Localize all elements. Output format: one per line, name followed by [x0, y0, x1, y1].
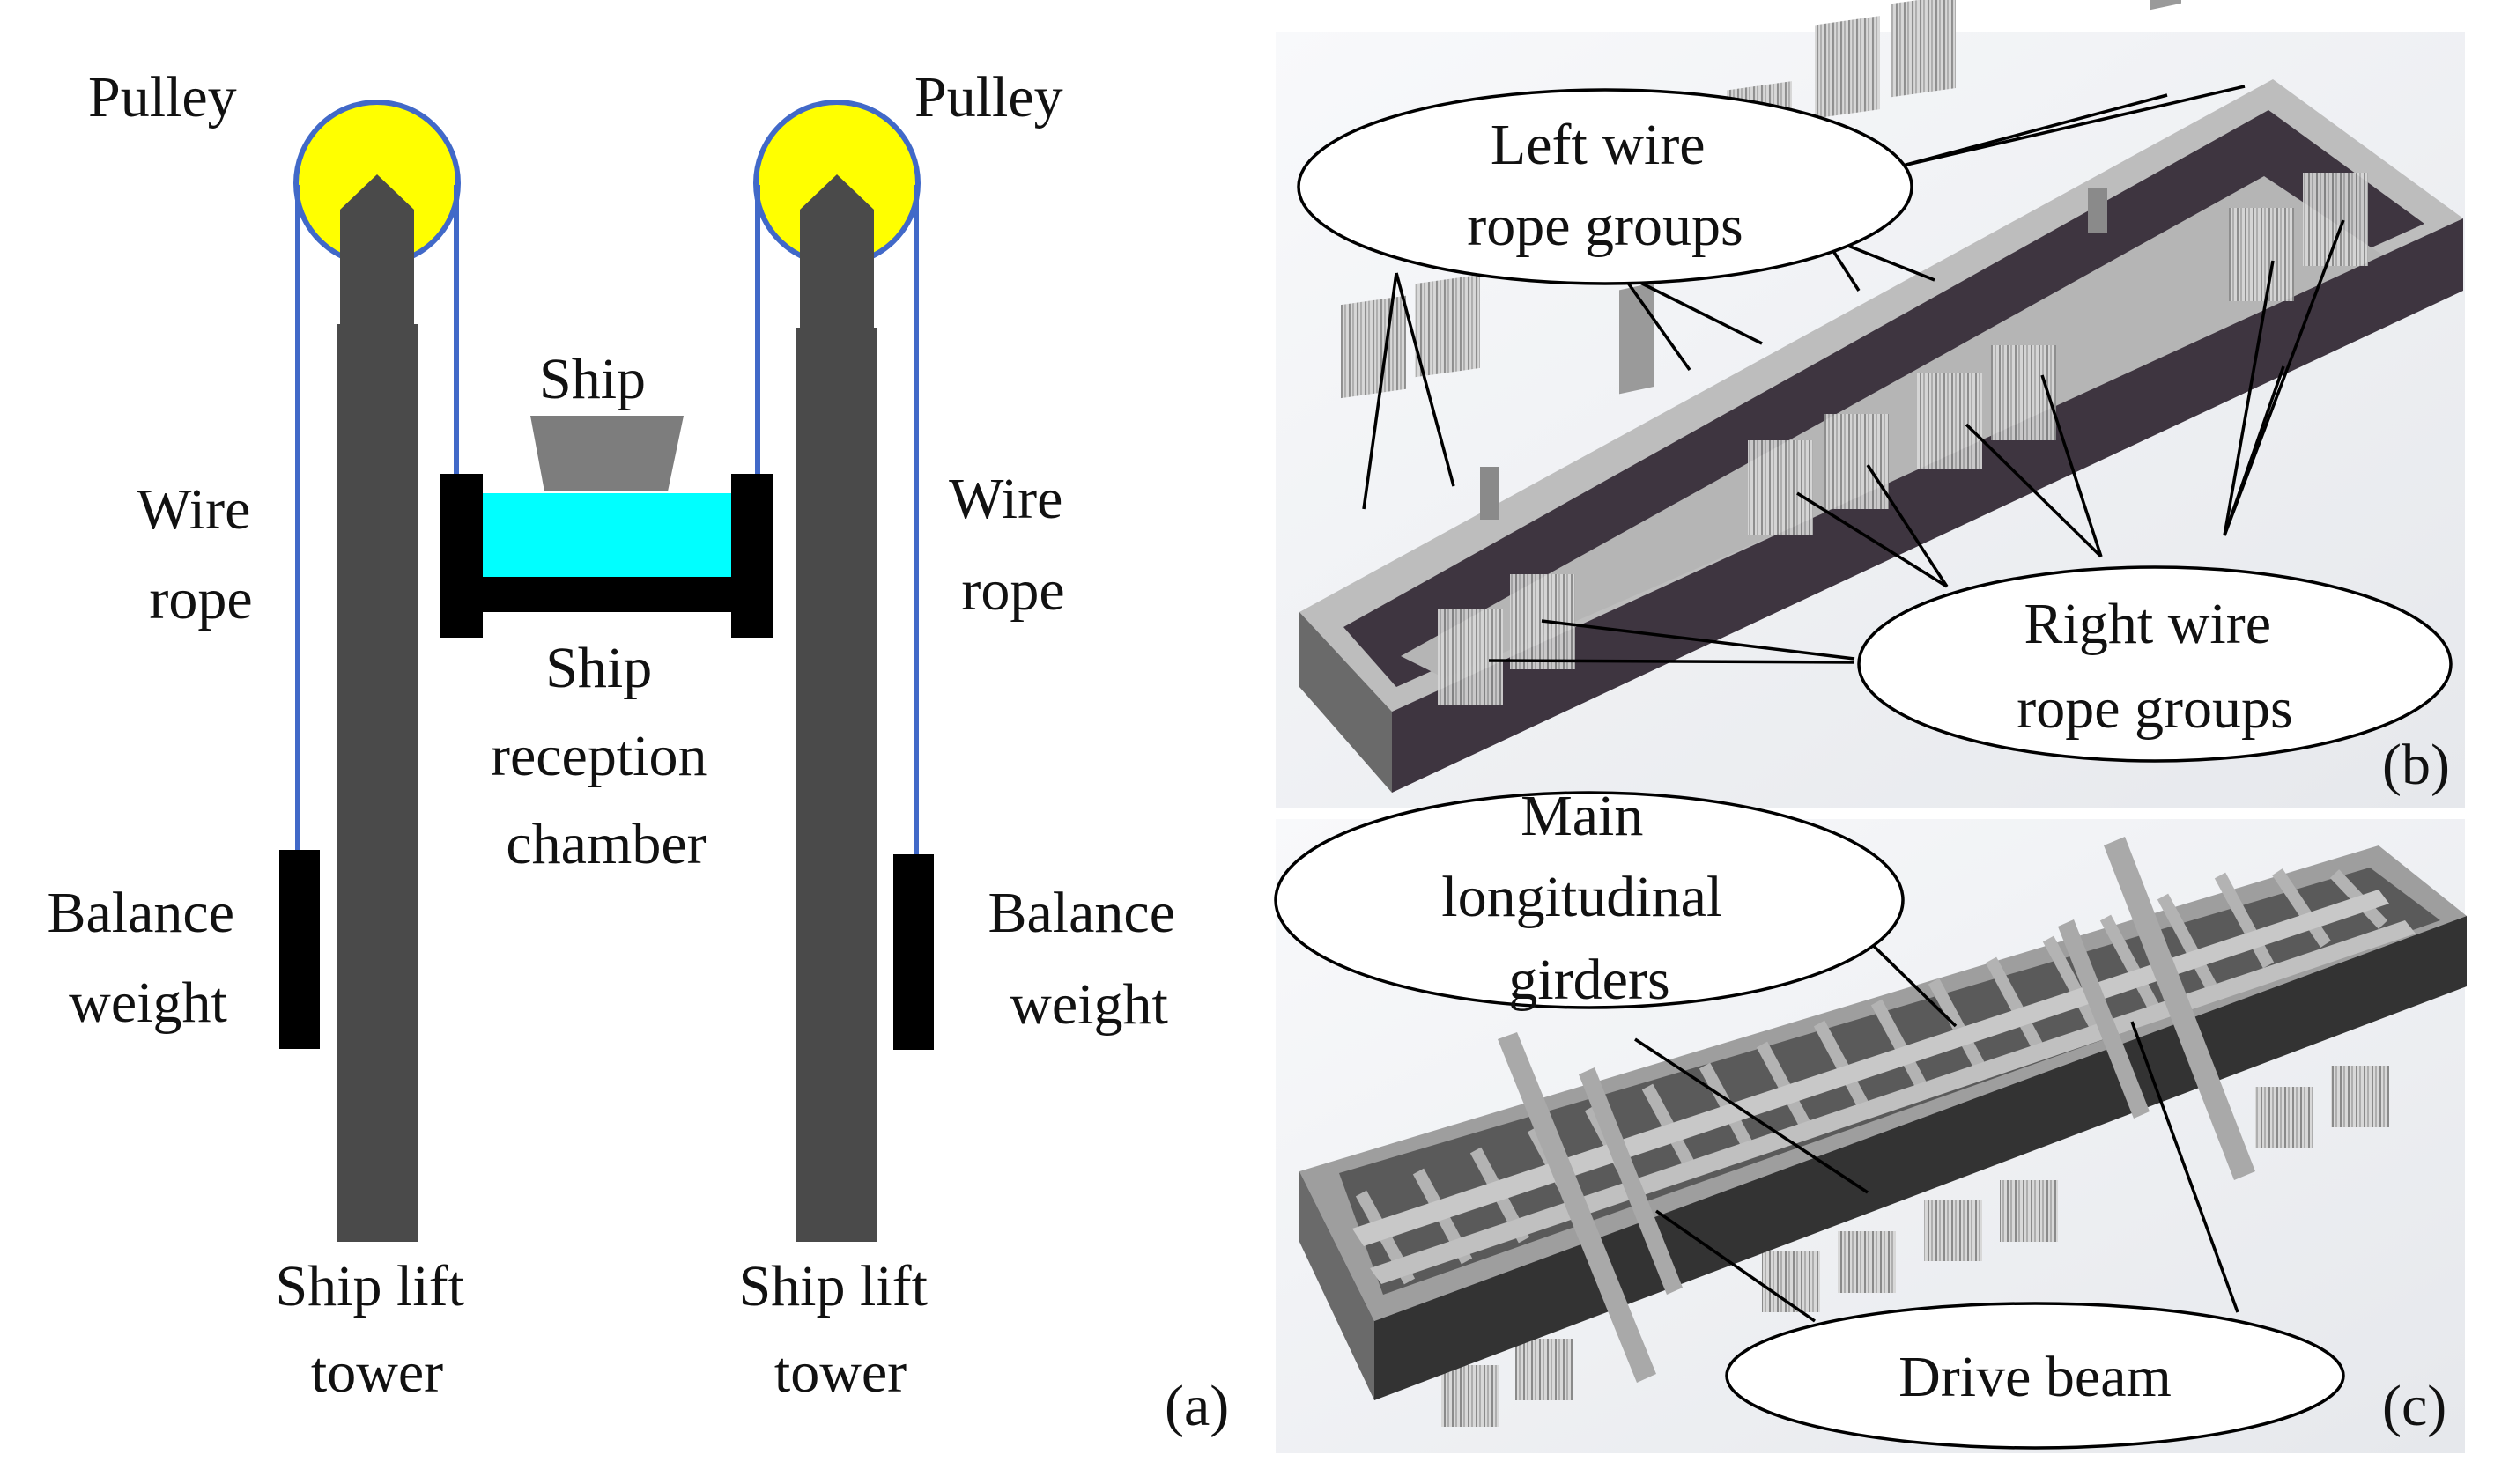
tower-right-line-1: Ship lift [738, 1254, 928, 1318]
chamber-line-3: chamber [506, 812, 706, 876]
right-groups-label: Right wire rope groups [2017, 592, 2292, 741]
right-groups-callout: Right wire rope groups [1857, 565, 2453, 763]
girders-label: Main longitudinal girders [1441, 784, 1736, 1012]
wire-rope-left-line-2: rope [149, 567, 252, 631]
wire-rope-left-line-1: Wire [137, 477, 250, 542]
pulley-left-label: Pulley [88, 65, 237, 129]
left-groups-label: Left wire rope groups [1467, 113, 1743, 258]
girders-line-1: Main [1521, 784, 1643, 848]
tower-left-line-1: Ship lift [275, 1254, 464, 1318]
pulley-right-label: Pulley [914, 65, 1063, 129]
panel-c: Main longitudinal girders Drive beam (c) [1274, 784, 2467, 1453]
ship [530, 416, 684, 491]
girders-callout: Main longitudinal girders [1274, 784, 1905, 1012]
wire-rope-left-label: Wire rope [137, 477, 265, 631]
balance-right-label: Balance weight [988, 881, 1189, 1037]
drive-beams [1498, 837, 2255, 1383]
longitudinal-girder [1352, 890, 2389, 1246]
panel-c-tag: (c) [2382, 1374, 2446, 1438]
drive-beam-callout: Drive beam [1725, 1302, 2345, 1450]
panel-a-tag: (a) [1165, 1374, 1229, 1438]
tower-right-line-2: tower [774, 1340, 907, 1405]
balance-left-line-2: weight [69, 971, 227, 1035]
ship-label: Ship [539, 347, 646, 411]
chamber-label: Ship reception chamber [491, 636, 722, 876]
wire-rope-right-line-2: rope [961, 558, 1064, 623]
balance-left-label: Balance weight [47, 881, 248, 1035]
wire-ropes [295, 185, 919, 854]
right-groups-line-2: rope groups [2017, 676, 2292, 741]
tower-right-label: Ship lift tower [738, 1254, 942, 1405]
chamber-model-b [1299, 0, 2463, 793]
right-tower [796, 174, 877, 1242]
panel-b-tag: (b) [2382, 733, 2450, 797]
right-balance-weight [893, 854, 934, 1050]
left-tower [337, 174, 418, 1242]
callout-lines-b [1362, 85, 2345, 664]
tower-left-label: Ship lift tower [275, 1254, 478, 1405]
left-balance-weight [279, 850, 320, 1049]
tower-left-line-2: tower [311, 1340, 443, 1405]
left-groups-line-1: Left wire [1491, 113, 1706, 177]
left-groups-line-2: rope groups [1467, 194, 1743, 258]
girders-line-2: longitudinal [1441, 865, 1722, 929]
under-rope-groups [1441, 1066, 2389, 1427]
chamber-line-2: reception [491, 724, 707, 788]
left-groups-callout: Left wire rope groups [1297, 88, 1913, 285]
chamber-line-1: Ship [545, 636, 652, 700]
wire-rope-right-label: Wire rope [949, 467, 1077, 623]
girders-line-3: girders [1508, 948, 1669, 1012]
panel-a: Pulley Pulley Ship Wire rope Wire rope S… [47, 65, 1229, 1438]
balance-left-line-1: Balance [47, 881, 234, 945]
balance-right-line-1: Balance [988, 881, 1175, 945]
drive-beam-label: Drive beam [1898, 1345, 2172, 1409]
wire-rope-right-line-1: Wire [949, 467, 1062, 531]
right-groups-line-1: Right wire [2024, 592, 2271, 656]
ship-reception-chamber [440, 474, 773, 638]
panel-b: Left wire rope groups Right wire rope gr… [1276, 0, 2465, 808]
balance-right-line-2: weight [1010, 972, 1168, 1037]
